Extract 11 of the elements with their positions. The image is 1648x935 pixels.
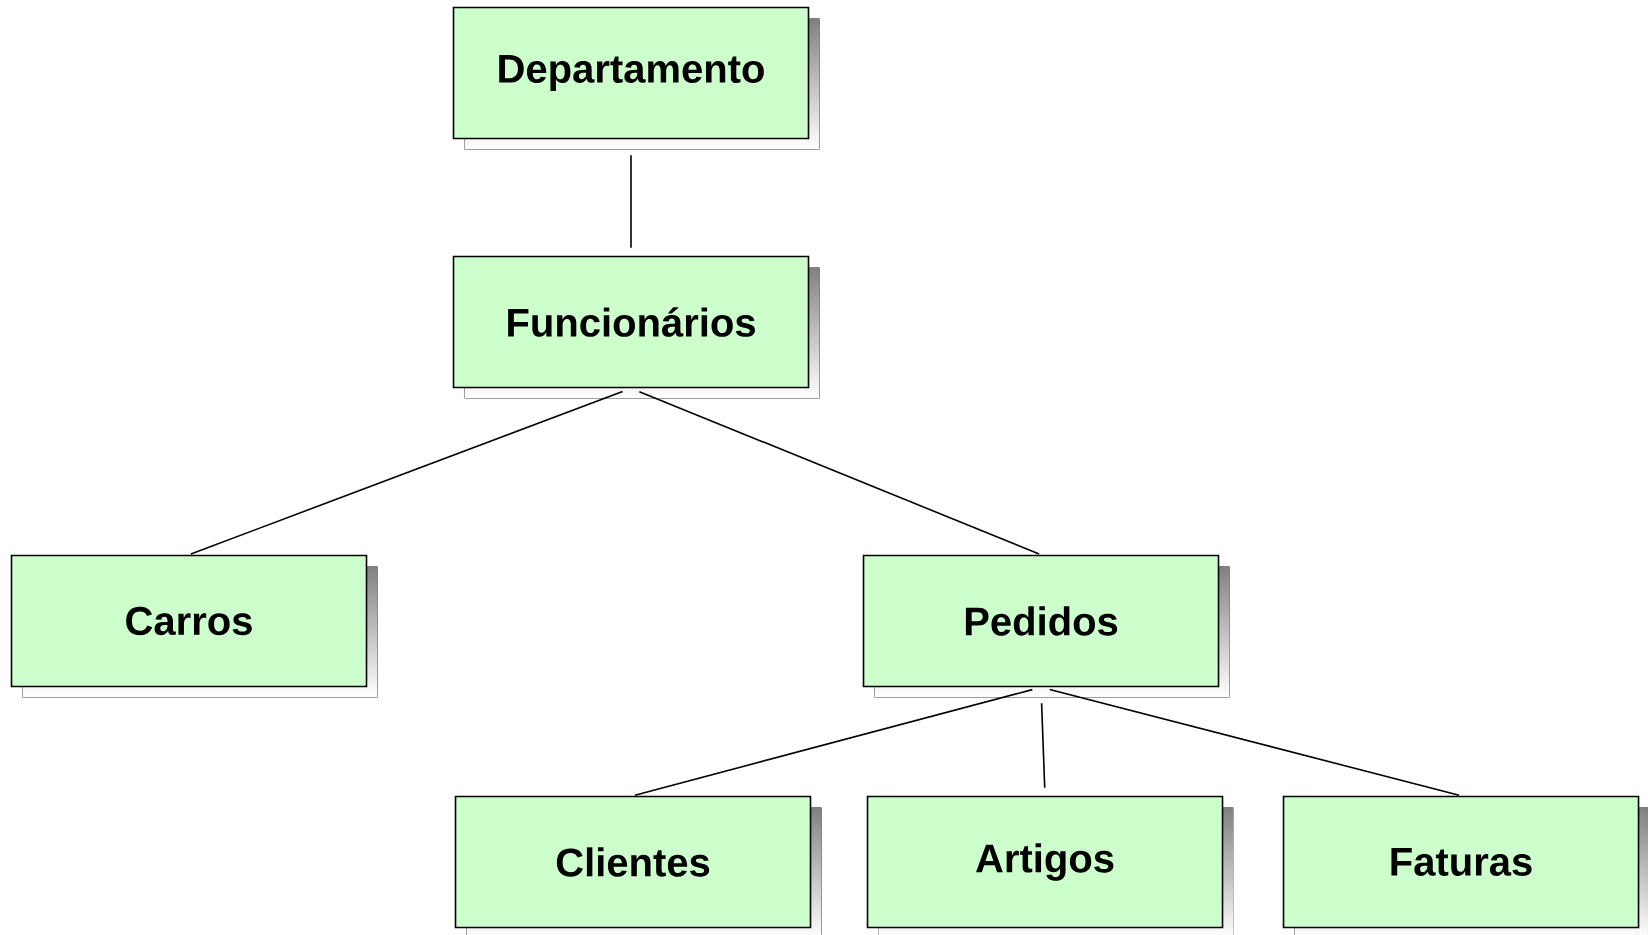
entity-box: Pedidos [862, 554, 1230, 698]
entity-box: Departamento [452, 6, 820, 150]
entity-box: Carros [10, 554, 378, 698]
connector-line [190, 390, 624, 555]
connector-line [1040, 702, 1046, 789]
entity-box: Clientes [454, 795, 822, 935]
connector-line [630, 154, 632, 249]
entity-box: Faturas [1282, 795, 1648, 935]
entity-box: Artigos [866, 795, 1234, 935]
connector-line [638, 390, 1040, 555]
entity-box: Funcionários [452, 255, 820, 399]
